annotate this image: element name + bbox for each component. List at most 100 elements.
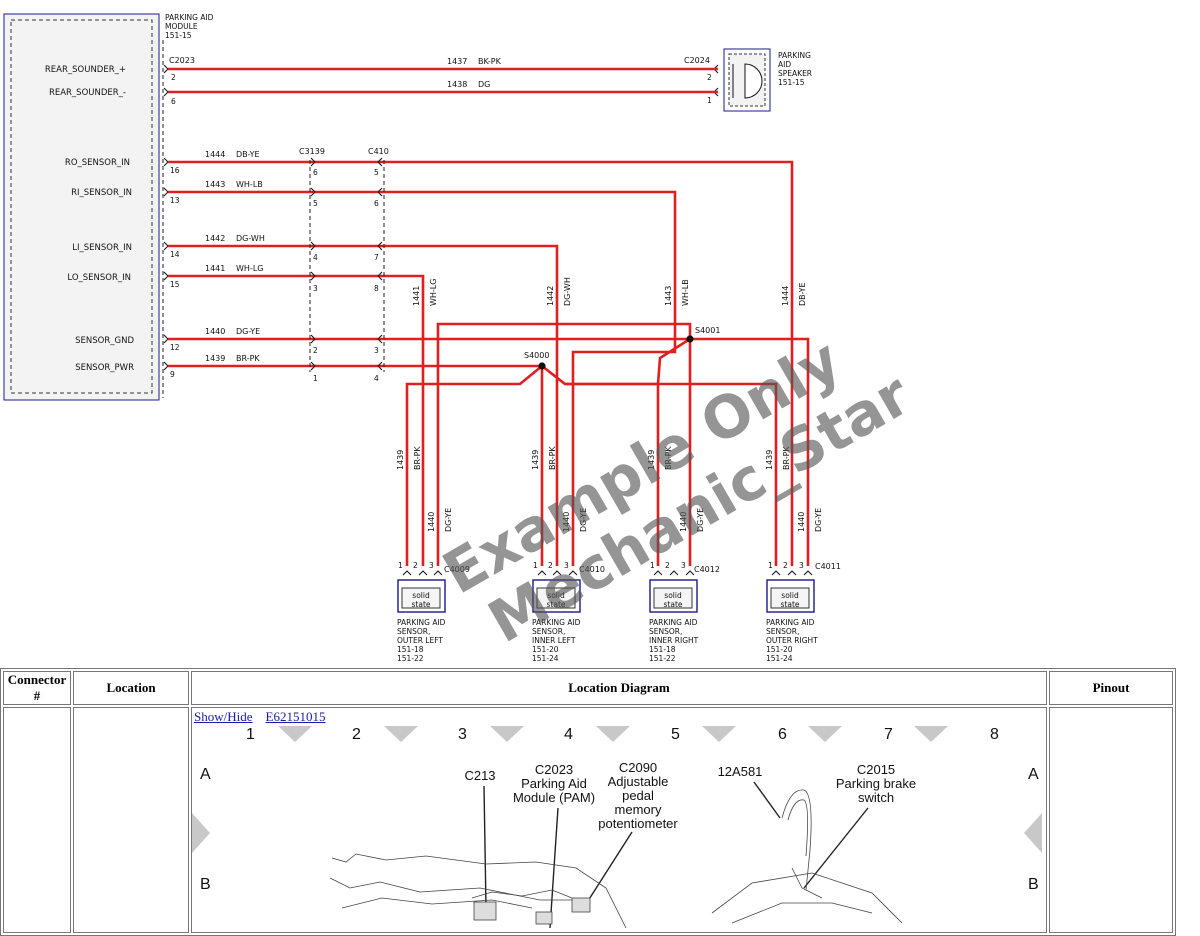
svg-text:3: 3 [799, 561, 804, 570]
svg-text:state: state [664, 600, 683, 609]
module-pin-labels: REAR_SOUNDER_+ REAR_SOUNDER_- RO_SENSOR_… [45, 65, 135, 373]
splice-label-s4001: S4001 [695, 326, 720, 335]
pin-number: 15 [170, 280, 180, 289]
wiring-diagram: PARKING AID MODULE 151-15 C2023 REAR_SOU… [3, 13, 922, 663]
header-location: Location [73, 671, 189, 705]
speaker-pin-number: 1 [707, 96, 712, 105]
svg-text:solid: solid [781, 591, 799, 600]
svg-text:2: 2 [413, 561, 418, 570]
svg-text:B: B [200, 876, 211, 893]
svg-text:1: 1 [650, 561, 655, 570]
splice-dot-s4001 [686, 335, 694, 343]
svg-text:C2015: C2015 [857, 762, 895, 777]
svg-text:Adjustable: Adjustable [608, 774, 669, 789]
svg-text:5: 5 [671, 726, 680, 743]
vwire-circuit: 1440 [562, 512, 571, 532]
speaker-title-3: SPEAKER [778, 69, 812, 78]
svg-text:151-18: 151-18 [397, 645, 424, 654]
vwire-circuit: 1439 [531, 450, 540, 470]
sensor-inner-left: solid state 1 2 3 C4010 PARKING AID SENS… [532, 561, 605, 663]
svg-text:5: 5 [313, 199, 318, 208]
svg-text:4: 4 [313, 253, 318, 262]
location-diagram-cell: Show/Hide E62151015 1 2 3 4 5 [191, 707, 1047, 933]
location-cell [73, 707, 189, 933]
parking-aid-module: PARKING AID MODULE 151-15 C2023 [3, 13, 214, 401]
svg-text:12A581: 12A581 [718, 764, 763, 779]
grid-row-letters: A B A B [200, 766, 1039, 893]
module-connector-chevrons [163, 64, 169, 371]
parking-aid-speaker: PARKING AID SPEAKER 151-15 C2024 2 1 [684, 48, 812, 112]
inline-connector-c3139: C3139 6 5 4 3 2 1 [299, 147, 325, 383]
svg-text:1: 1 [246, 726, 255, 743]
sensor-inner-right: solid state 1 2 3 C4012 PARKING AID SENS… [649, 561, 720, 663]
pin-label-rear-sounder-plus: REAR_SOUNDER_+ [45, 65, 126, 75]
vwire-circuit: 1440 [427, 512, 436, 532]
pin-number: 9 [170, 370, 175, 379]
wire-color: WH-LB [236, 180, 263, 189]
pin-number: 6 [171, 97, 176, 106]
svg-text:switch: switch [858, 790, 894, 805]
wire-color: DG [478, 80, 490, 89]
wire-labels: 1437 BK-PK 1438 DG 1444 DB-YE 1443 WH-LB… [205, 57, 502, 363]
speaker-title-4: 151-15 [778, 78, 805, 87]
wire-circuit: 1439 [205, 354, 225, 363]
svg-text:PARKING AID: PARKING AID [532, 618, 581, 627]
vwire-color: BR-PK [413, 446, 422, 470]
svg-text:Parking Aid: Parking Aid [521, 776, 587, 791]
show-hide-link[interactable]: Show/Hide [194, 709, 253, 724]
wire-color: WH-LG [236, 264, 263, 273]
wires [168, 67, 810, 566]
vwire-circuit: 1441 [412, 286, 421, 306]
wire-color: BR-PK [236, 354, 260, 363]
svg-text:INNER LEFT: INNER LEFT [532, 636, 576, 645]
module-connector-label: C2023 [169, 56, 195, 65]
svg-text:6: 6 [778, 726, 787, 743]
vwire-circuit: 1443 [664, 286, 673, 306]
svg-text:SENSOR,: SENSOR, [766, 627, 799, 636]
pinout-cell [1049, 707, 1173, 933]
connector-cell [3, 707, 71, 933]
vwire-color: DG-WH [563, 277, 572, 306]
sensor-outer-left: solid state 1 2 3 C4009 PARKING AID SENS… [397, 561, 470, 663]
svg-text:SENSOR,: SENSOR, [397, 627, 430, 636]
speaker-connector-label: C2024 [684, 56, 710, 65]
svg-text:2: 2 [783, 561, 788, 570]
pin-label-lo-sensor: LO_SENSOR_IN [67, 273, 131, 283]
header-connector: Connector # [3, 671, 71, 705]
svg-text:8: 8 [990, 726, 999, 743]
module-title-2: MODULE [165, 22, 198, 31]
wire-color: BK-PK [478, 57, 502, 66]
svg-text:2: 2 [548, 561, 553, 570]
svg-text:151-20: 151-20 [532, 645, 559, 654]
svg-text:151-24: 151-24 [766, 654, 793, 663]
vwire-color: BR-PK [548, 446, 557, 470]
svg-text:OUTER RIGHT: OUTER RIGHT [766, 636, 818, 645]
module-title-3: 151-15 [165, 31, 192, 40]
svg-text:INNER RIGHT: INNER RIGHT [649, 636, 699, 645]
pin-label-li-sensor: LI_SENSOR_IN [72, 243, 132, 253]
svg-text:4: 4 [564, 726, 573, 743]
wire-color: DG-WH [236, 234, 265, 243]
svg-text:4: 4 [374, 374, 379, 383]
svg-text:151-22: 151-22 [649, 654, 676, 663]
header-pinout: Pinout [1049, 671, 1173, 705]
svg-text:3: 3 [374, 346, 379, 355]
svg-text:solid: solid [664, 591, 682, 600]
inline-connector-c410: C410 5 6 7 8 3 4 [368, 147, 389, 383]
wire-circuit: 1438 [447, 80, 467, 89]
svg-text:7: 7 [884, 726, 893, 743]
grid-markers [192, 726, 1042, 853]
location-diagram-image: 1 2 3 4 5 6 7 8 A B A B C213 C2023 [192, 726, 1042, 929]
pin-label-sensor-pwr: SENSOR_PWR [75, 363, 134, 373]
vwire-color: DG-YE [814, 508, 823, 532]
svg-text:C2090: C2090 [619, 760, 657, 775]
svg-text:memory: memory [615, 802, 662, 817]
pin-number: 13 [170, 196, 180, 205]
vwire-circuit: 1442 [546, 286, 555, 306]
pin-label-sensor-gnd: SENSOR_GND [75, 336, 134, 346]
vwire-circuit: 1440 [797, 512, 806, 532]
svg-text:7: 7 [374, 253, 379, 262]
svg-text:C213: C213 [464, 768, 495, 783]
image-ref-link[interactable]: E62151015 [265, 709, 326, 724]
wire-circuit: 1443 [205, 180, 225, 189]
